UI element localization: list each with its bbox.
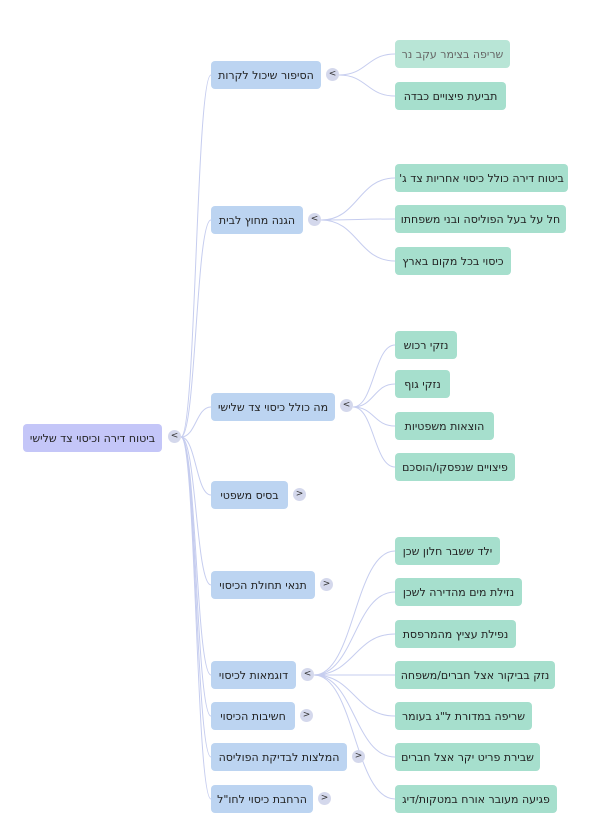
connector-line <box>338 53 396 76</box>
leaf-node[interactable]: תביעת פיצויים כבדה <box>395 82 506 110</box>
connector-line <box>180 219 212 438</box>
connector-line <box>320 218 396 221</box>
branch-toggle-coverage-examples[interactable]: < <box>301 668 314 681</box>
branch-node-abroad-extension[interactable]: הרחבת כיסוי לחו"ל <box>211 785 313 813</box>
leaf-label: תביעת פיצויים כבדה <box>403 89 498 103</box>
branch-node-legal-basis[interactable]: בסיס משפטי <box>211 481 288 509</box>
connector-line <box>180 436 212 717</box>
connector-line <box>180 436 212 758</box>
branch-node-third-party-coverage[interactable]: מה כולל כיסוי צד שלישי <box>211 393 335 421</box>
leaf-label: ביטוח דירה כולל כיסוי אחריות צד ג' <box>399 171 564 185</box>
branch-toggle-third-party-coverage[interactable]: < <box>340 399 353 412</box>
connector-line <box>313 550 396 676</box>
leaf-node[interactable]: פגיעה מעובר אורח במטקות/דיג <box>395 785 557 813</box>
branch-node-coverage-conditions[interactable]: תנאי תחולת הכיסוי <box>211 571 315 599</box>
leaf-label: נזקי רכוש <box>403 338 449 352</box>
leaf-node[interactable]: כיסוי בכל מקום בארץ <box>395 247 511 275</box>
connector-line <box>180 436 212 676</box>
root-collapse-toggle[interactable]: < <box>168 430 181 443</box>
connector-line <box>352 383 396 408</box>
connector-line <box>313 591 396 676</box>
leaf-node[interactable]: נזילת מים מהדירה לשכן <box>395 578 522 606</box>
leaf-label: נזקי גוף <box>404 377 441 391</box>
leaf-node[interactable]: הוצאות משפטיות <box>395 412 494 440</box>
branch-node-policy-recommendations[interactable]: המלצות לבדיקת הפוליסה <box>211 743 347 771</box>
branch-node-coverage-examples[interactable]: דוגמאות לכיסוי <box>211 661 296 689</box>
leaf-label: פגיעה מעובר אורח במטקות/דיג <box>402 792 550 806</box>
branch-toggle-outside-protection[interactable]: < <box>308 213 321 226</box>
connector-line <box>338 74 396 97</box>
connector-line <box>313 674 396 717</box>
branch-node-coverage-importance[interactable]: חשיבות הכיסוי <box>211 702 295 730</box>
branch-toggle-legal-basis[interactable]: > <box>293 488 306 501</box>
branch-label: הגנה מחוץ לבית <box>218 213 296 227</box>
branch-label: בסיס משפטי <box>220 488 279 502</box>
root-label: ביטוח דירה וכיסוי צד שלישי <box>29 431 156 445</box>
connector-line <box>180 436 212 800</box>
leaf-label: נפילת עציץ מהמרפסת <box>402 627 509 641</box>
leaf-label: שריפה בצימר עקב נר <box>401 47 504 61</box>
leaf-node[interactable]: ביטוח דירה כולל כיסוי אחריות צד ג' <box>395 164 568 192</box>
leaf-node[interactable]: נזק בביקור אצל חברים/משפחה <box>395 661 555 689</box>
leaf-node[interactable]: חל על בעל הפוליסה ובני משפחתו <box>395 205 566 233</box>
root-node[interactable]: ביטוח דירה וכיסוי צד שלישי <box>23 424 162 452</box>
branch-toggle-abroad-extension[interactable]: > <box>318 792 331 805</box>
leaf-node[interactable]: שבירת פריט יקר אצל חברים <box>395 743 540 771</box>
connector-line <box>313 674 396 800</box>
connector-line <box>320 177 396 221</box>
leaf-node[interactable]: שריפה במדורת ל"ג בעומר <box>395 702 532 730</box>
branch-label: הרחבת כיסוי לחו"ל <box>217 792 307 806</box>
leaf-node[interactable]: שריפה בצימר עקב נר <box>395 40 510 68</box>
connector-line <box>180 406 212 438</box>
branch-label: חשיבות הכיסוי <box>220 709 286 723</box>
leaf-label: ילד ששבר חלון שכן <box>402 544 493 558</box>
connector-line <box>352 406 396 468</box>
leaf-label: נזק בביקור אצל חברים/משפחה <box>400 668 550 682</box>
leaf-label: פיצויים שנפסקו/הוסכם <box>402 460 508 474</box>
leaf-node[interactable]: ילד ששבר חלון שכן <box>395 537 500 565</box>
connector-line <box>180 436 212 586</box>
connector-line <box>352 344 396 408</box>
leaf-node[interactable]: פיצויים שנפסקו/הוסכם <box>395 453 515 481</box>
branch-label: הסיפור שיכול לקרות <box>218 68 314 82</box>
branch-label: מה כולל כיסוי צד שלישי <box>217 400 329 414</box>
branch-toggle-coverage-conditions[interactable]: > <box>320 578 333 591</box>
leaf-label: כיסוי בכל מקום בארץ <box>402 254 504 268</box>
leaf-label: הוצאות משפטיות <box>404 419 485 433</box>
leaf-node[interactable]: נפילת עציץ מהמרפסת <box>395 620 516 648</box>
connector-line <box>180 436 212 496</box>
leaf-label: שבירת פריט יקר אצל חברים <box>401 750 534 764</box>
connector-line <box>180 74 212 438</box>
connector-line <box>320 219 396 262</box>
leaf-label: שריפה במדורת ל"ג בעומר <box>401 709 526 723</box>
leaf-label: חל על בעל הפוליסה ובני משפחתו <box>400 212 561 226</box>
branch-label: המלצות לבדיקת הפוליסה <box>218 750 340 764</box>
branch-label: תנאי תחולת הכיסוי <box>219 578 307 592</box>
branch-node-outside-protection[interactable]: הגנה מחוץ לבית <box>211 206 303 234</box>
connector-line <box>352 406 396 427</box>
branch-label: דוגמאות לכיסוי <box>218 668 289 682</box>
leaf-node[interactable]: נזקי רכוש <box>395 331 457 359</box>
branch-toggle-story[interactable]: < <box>326 68 339 81</box>
branch-toggle-policy-recommendations[interactable]: > <box>352 750 365 763</box>
branch-toggle-coverage-importance[interactable]: > <box>300 709 313 722</box>
branch-node-story[interactable]: הסיפור שיכול לקרות <box>211 61 321 89</box>
leaf-node[interactable]: נזקי גוף <box>395 370 450 398</box>
leaf-label: נזילת מים מהדירה לשכן <box>402 585 515 599</box>
connector-line <box>313 633 396 676</box>
